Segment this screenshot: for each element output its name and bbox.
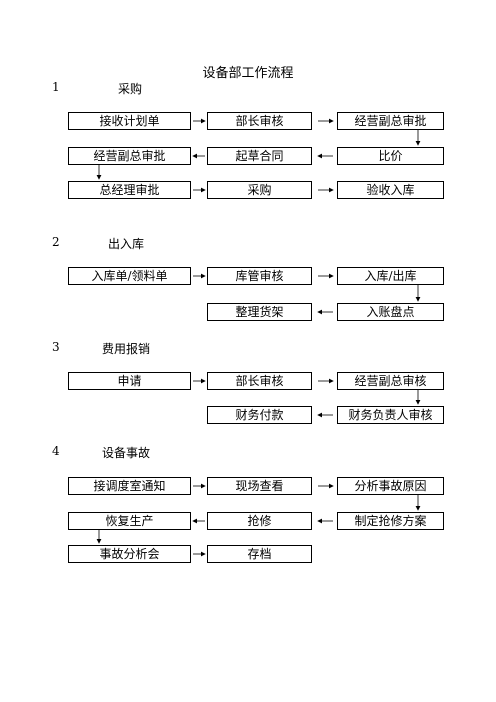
flow-box: 部长审核 <box>207 112 312 130</box>
flow-box: 部长审核 <box>207 372 312 390</box>
section-2-number: 2 <box>52 235 60 249</box>
flow-box: 制定抢修方案 <box>337 512 444 530</box>
flow-box: 入库单/领料单 <box>68 267 191 285</box>
flow-box: 经营副总审批 <box>68 147 191 165</box>
flow-box: 存档 <box>207 545 312 563</box>
flow-box: 整理货架 <box>207 303 312 321</box>
section-1-number: 1 <box>52 80 60 94</box>
flow-box: 恢复生产 <box>68 512 191 530</box>
section-3-number: 3 <box>52 340 60 354</box>
flow-box: 抢修 <box>207 512 312 530</box>
flow-box: 分析事故原因 <box>337 477 444 495</box>
flow-box: 起草合同 <box>207 147 312 165</box>
flow-box: 比价 <box>337 147 444 165</box>
flow-box: 经营副总审批 <box>337 112 444 130</box>
flow-box: 财务付款 <box>207 406 312 424</box>
page-title: 设备部工作流程 <box>202 66 294 81</box>
section-3-title: 费用报销 <box>102 342 151 356</box>
section-1-title: 采购 <box>118 82 143 96</box>
flow-box: 事故分析会 <box>68 545 191 563</box>
flow-box: 接收计划单 <box>68 112 191 130</box>
section-4-number: 4 <box>52 444 60 458</box>
flow-box: 经营副总审核 <box>337 372 444 390</box>
flow-box: 入库/出库 <box>337 267 444 285</box>
flow-box: 总经理审批 <box>68 181 191 199</box>
flow-box: 现场查看 <box>207 477 312 495</box>
flow-box: 申请 <box>68 372 191 390</box>
flow-box: 验收入库 <box>337 181 444 199</box>
flow-box: 财务负责人审核 <box>337 406 444 424</box>
flow-box: 接调度室通知 <box>68 477 191 495</box>
flow-box: 入账盘点 <box>337 303 444 321</box>
section-4-title: 设备事故 <box>102 446 151 460</box>
flow-box: 采购 <box>207 181 312 199</box>
flow-box: 库管审核 <box>207 267 312 285</box>
section-2-title: 出入库 <box>108 237 145 251</box>
